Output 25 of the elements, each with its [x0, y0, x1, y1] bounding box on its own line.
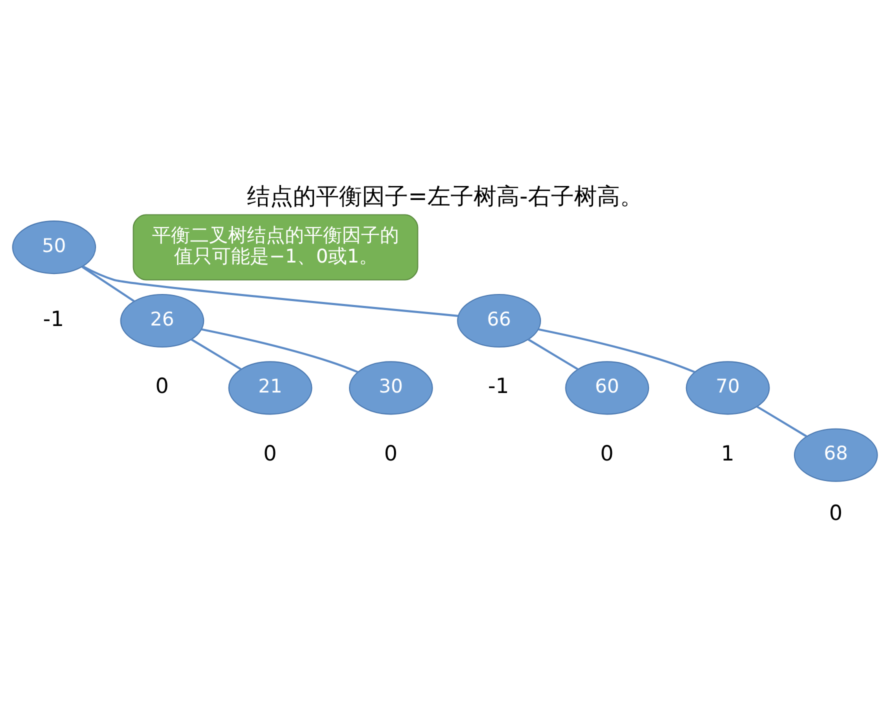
diagram-title: 结点的平衡因子=左子树高-右子树高。 — [247, 183, 643, 210]
connector — [82, 266, 135, 302]
node-ellipse: 60 — [565, 360, 650, 414]
node-ellipse: 70 — [686, 360, 770, 414]
node-label: 0 — [384, 440, 398, 465]
node-ellipse: 30 — [348, 360, 433, 414]
node-ellipse: 66 — [457, 294, 542, 348]
node-label: 0 — [829, 500, 842, 525]
node-box: 平衡二叉树结点的平衡因子的值只可能是−1、0或1。 — [132, 214, 418, 280]
node-ellipse: 26 — [120, 294, 204, 348]
connector — [82, 264, 458, 316]
node-ellipse: 68 — [794, 428, 878, 482]
connector — [528, 338, 578, 370]
node-ellipse: 21 — [228, 360, 312, 414]
node-label: -1 — [488, 374, 509, 398]
node-label: 0 — [600, 440, 614, 465]
node-label: 0 — [155, 374, 169, 398]
connector — [538, 328, 696, 373]
node-label: 1 — [720, 440, 734, 465]
connector — [190, 338, 242, 370]
connector — [201, 328, 358, 373]
connector — [756, 405, 808, 437]
node-label: 0 — [263, 440, 277, 465]
node-ellipse: 50 — [12, 220, 96, 274]
node-label: -1 — [43, 306, 64, 331]
